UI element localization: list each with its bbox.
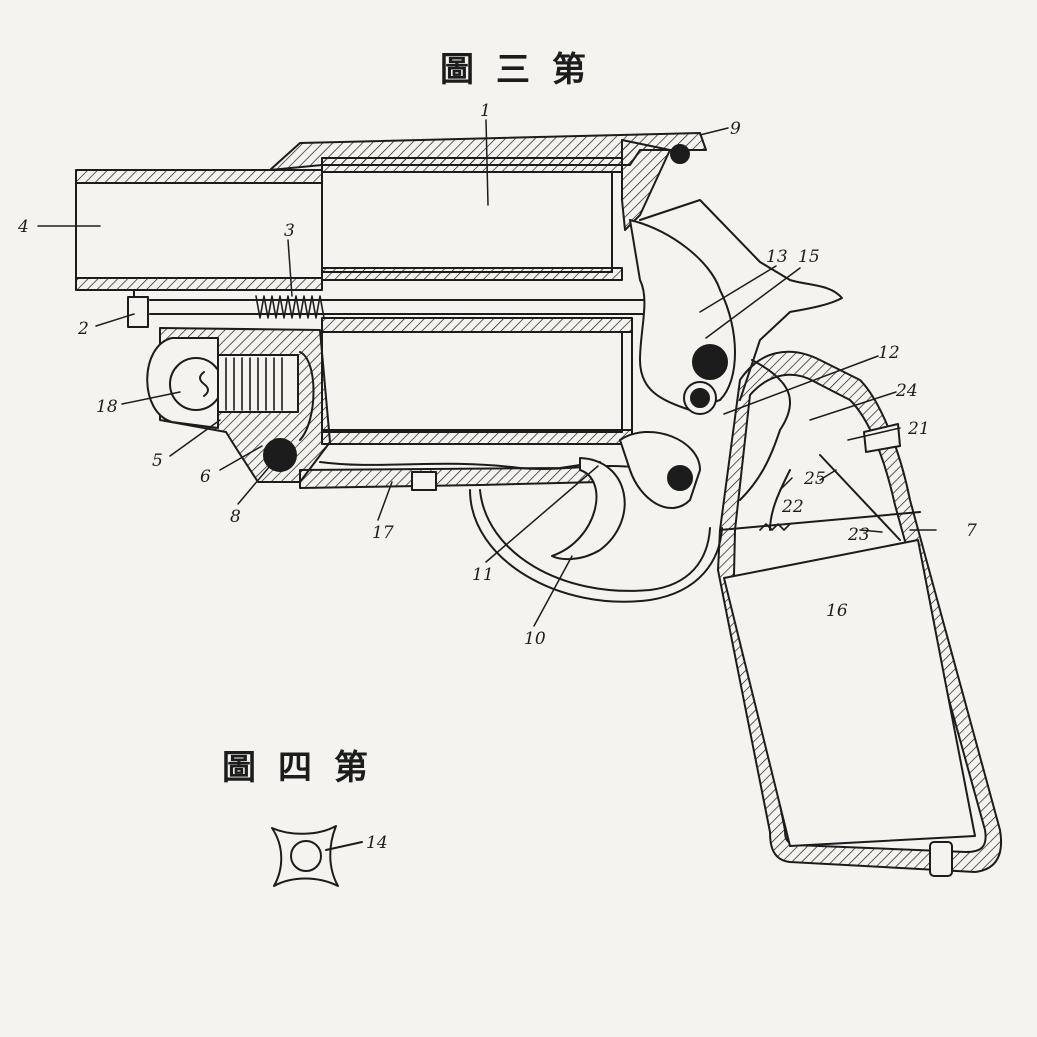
label-21: 21 bbox=[907, 419, 930, 439]
label-10: 10 bbox=[524, 629, 546, 649]
grip bbox=[717, 350, 1003, 877]
label-25: 25 bbox=[803, 469, 826, 489]
hammer bbox=[629, 199, 843, 415]
reference-numerals: 1 2 3 4 5 6 7 8 9 10 11 12 13 15 16 17 1… bbox=[17, 101, 977, 853]
label-4: 4 bbox=[17, 217, 29, 237]
figure-4-title: 圖四第 bbox=[222, 748, 390, 788]
label-8: 8 bbox=[230, 507, 241, 527]
lamp-housing bbox=[146, 327, 331, 483]
figure-3-title: 圖三第 bbox=[440, 50, 608, 90]
label-6: 6 bbox=[200, 467, 211, 487]
label-16: 16 bbox=[826, 601, 848, 621]
label-23: 23 bbox=[847, 525, 870, 545]
label-5: 5 bbox=[152, 451, 163, 471]
label-3: 3 bbox=[284, 221, 295, 241]
trigger bbox=[551, 430, 701, 561]
label-2: 2 bbox=[77, 319, 89, 339]
label-15: 15 bbox=[798, 247, 820, 267]
barrel bbox=[75, 169, 323, 328]
figure-4-star-part bbox=[271, 825, 363, 887]
label-7: 7 bbox=[966, 521, 977, 541]
label-24: 24 bbox=[895, 381, 918, 401]
label-13: 13 bbox=[766, 247, 788, 267]
cylinder bbox=[321, 157, 633, 445]
label-9: 9 bbox=[730, 119, 741, 139]
label-14: 14 bbox=[366, 833, 388, 853]
label-12: 12 bbox=[878, 343, 900, 363]
label-1: 1 bbox=[480, 101, 491, 121]
label-17: 17 bbox=[372, 523, 394, 543]
label-22: 22 bbox=[781, 497, 804, 517]
trigger-guard bbox=[469, 489, 723, 603]
leader-lines bbox=[37, 119, 937, 627]
label-18: 18 bbox=[96, 397, 118, 417]
center-rod-spring bbox=[149, 295, 646, 319]
label-11: 11 bbox=[472, 565, 494, 585]
